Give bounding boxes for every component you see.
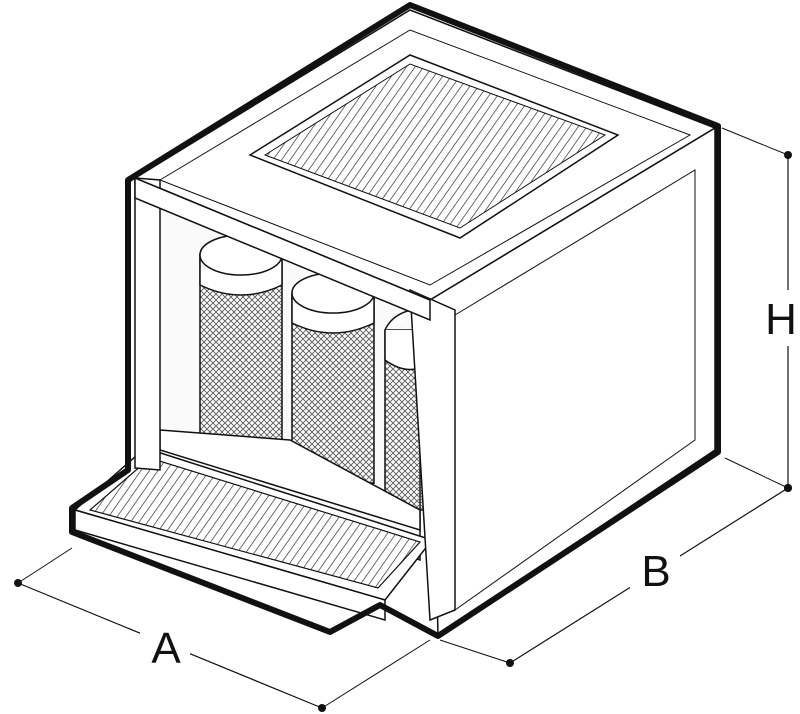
prefilter-tray [73, 447, 434, 621]
dimension-a-start-marker [14, 579, 22, 587]
dimension-h-top-marker [784, 151, 792, 159]
filter-cartridge-1 [199, 234, 283, 459]
front-frame [134, 176, 456, 622]
dimension-a: A [14, 547, 431, 712]
dimension-b-label: B [641, 547, 670, 596]
dimension-a-label: A [151, 624, 181, 673]
housing-outline [69, 2, 721, 639]
dimension-h-label: H [765, 295, 797, 344]
dimension-h: H [721, 127, 800, 492]
dimension-b-start-marker [506, 659, 514, 667]
top-grille [248, 54, 620, 239]
dimension-b: B [439, 457, 792, 667]
dimension-h-bottom-marker [784, 484, 792, 492]
dimension-a-end-marker [318, 704, 326, 712]
